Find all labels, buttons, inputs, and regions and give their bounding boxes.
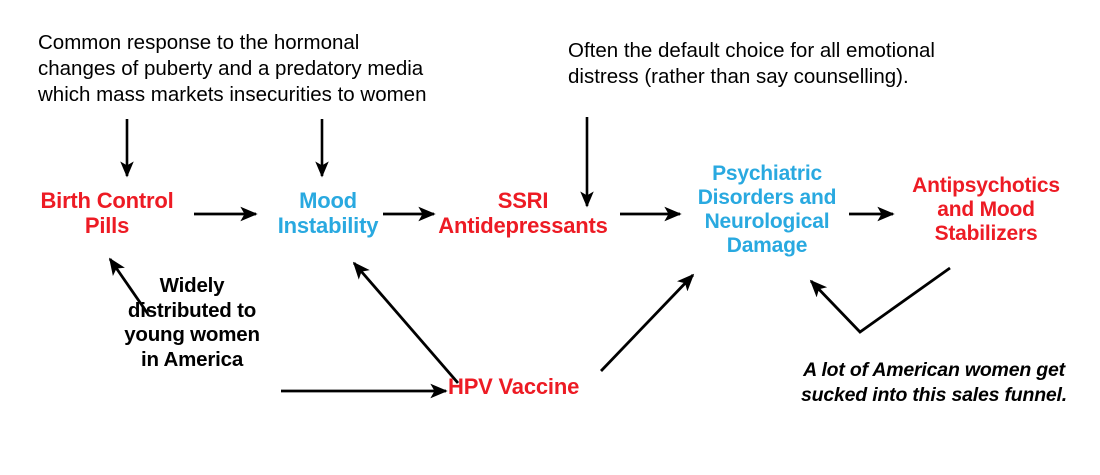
node-label-line: Instability — [277, 213, 379, 239]
node-psychiatric-disorders[interactable]: Psychiatric Disorders and Neurological D… — [684, 162, 850, 258]
annotation-line: changes of puberty and a predatory media — [38, 57, 424, 81]
node-label-line: Antidepressants — [438, 213, 608, 239]
annotation-line: sucked into this sales funnel. — [801, 383, 1067, 406]
node-mood-instability[interactable]: Mood Instability — [258, 188, 398, 238]
annotation-line: distributed to — [127, 298, 257, 322]
node-hpv-vaccine[interactable]: HPV Vaccine — [448, 374, 608, 399]
annotation-ssri: Often the default choice for all emotion… — [568, 38, 988, 90]
node-label-line: Pills — [84, 213, 130, 239]
node-label-line: Psychiatric — [712, 162, 822, 185]
annotation-birth-control: Common response to the hormonal changes … — [38, 30, 458, 109]
annotation-line: Common response to the hormonal — [38, 31, 360, 54]
node-label-line: Disorders and — [697, 185, 837, 209]
node-label-line: Neurological — [704, 209, 830, 233]
annotation-sales-funnel: A lot of American women get sucked into … — [778, 358, 1090, 407]
annotation-line: distress (rather than say counselling). — [568, 65, 909, 89]
node-label-line: Birth Control — [40, 188, 174, 213]
annotation-line: in America — [140, 347, 244, 371]
node-label-line: Mood — [299, 188, 357, 213]
arrow-hpv-to-psychiatric — [599, 273, 695, 372]
annotation-line: Widely — [159, 274, 225, 297]
arrow-hpv-to-mood — [352, 261, 460, 384]
node-label-line: SSRI — [497, 188, 549, 213]
arrow-antipsychotics-to-psychiatric — [809, 266, 951, 334]
node-label-line: and Mood — [937, 197, 1035, 221]
node-antipsychotics[interactable]: Antipsychotics and Mood Stabilizers — [894, 174, 1078, 246]
annotation-line: A lot of American women get — [803, 359, 1065, 381]
annotation-widely-distributed: Widely distributed to young women in Ame… — [112, 274, 272, 372]
node-label-line: HPV Vaccine — [448, 374, 580, 399]
annotation-line: young women — [124, 323, 260, 347]
node-birth-control-pills[interactable]: Birth Control Pills — [22, 188, 192, 238]
node-label-line: Antipsychotics — [912, 174, 1060, 197]
annotation-line: Often the default choice for all emotion… — [568, 39, 935, 62]
node-label-line: Damage — [726, 233, 808, 257]
node-label-line: Stabilizers — [934, 221, 1038, 245]
annotation-line: which mass markets insecurities to women — [38, 83, 427, 107]
node-ssri-antidepressants[interactable]: SSRI Antidepressants — [432, 188, 614, 238]
